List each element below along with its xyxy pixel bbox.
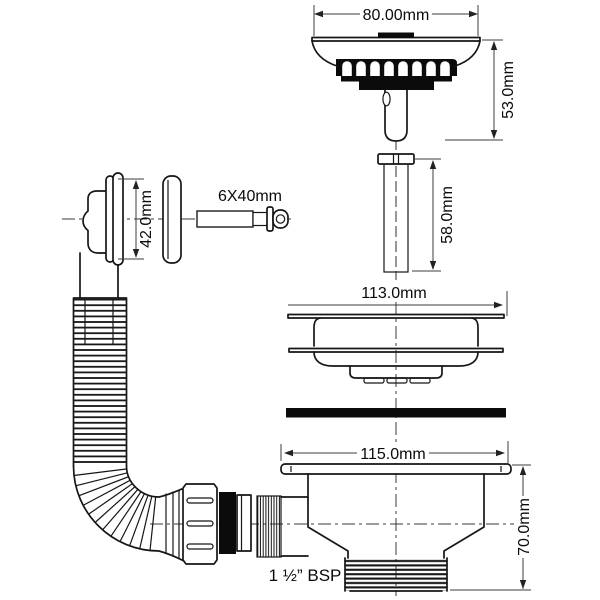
- stem-pin-hole: [382, 91, 391, 107]
- dim-text-bg: [360, 4, 432, 23]
- dim-body-width: 115.0mm: [280, 441, 509, 464]
- dim-basket-height-label: 53.0mm: [500, 61, 517, 119]
- elbow-outlet-pipe: [79, 252, 119, 299]
- hose-straight-ribs: [73, 298, 127, 466]
- inlet-thread-fill: [257, 496, 281, 557]
- flange-wall-left: [313, 317, 321, 347]
- screw-eye-hole: [275, 214, 286, 224]
- screw-collar: [266, 206, 274, 232]
- dim-flange-width: 113.0mm: [288, 285, 508, 316]
- dim-bolt-length-label: 58.0mm: [439, 186, 456, 244]
- overflow-gasket: [162, 175, 182, 264]
- dim-text-bg: [514, 496, 533, 558]
- rubber-gasket: [286, 408, 506, 418]
- strainer-base-plate: [341, 76, 452, 82]
- dim-overflow-screw-label: 6X40mm: [218, 188, 282, 205]
- dim-basket-height: 53.0mm: [445, 39, 517, 141]
- hose-cuff-lines: [84, 300, 114, 344]
- dimensions: 80.00mm 53.0mm 58.0mm 42.0mm 6X40mm: [118, 4, 533, 591]
- screw-thread: [196, 210, 254, 228]
- body-flange-lip: [290, 466, 502, 472]
- elbow-flange-front: [112, 172, 124, 266]
- flange-wall-right: [471, 317, 479, 347]
- outlet-thread-fill: [345, 558, 447, 591]
- hose-bend-ribs: [73, 468, 180, 558]
- body-walls: [307, 473, 485, 559]
- waste-flange: [287, 313, 505, 384]
- inlet-collar: [236, 494, 252, 552]
- strainer-base-block: [359, 81, 434, 90]
- strainer-rim: [311, 36, 481, 42]
- gasket-outline: [162, 175, 182, 264]
- hose-nut: [182, 483, 218, 565]
- elbow-body: [82, 190, 108, 254]
- hose-nut-grips: [186, 497, 214, 550]
- body-flange: [280, 463, 512, 475]
- dim-basket-width: 80.00mm: [313, 4, 479, 36]
- strainer-hole-band: [336, 59, 457, 76]
- overflow-screw: [196, 206, 289, 232]
- inlet-thread-outline: [256, 495, 282, 558]
- screw-eye: [272, 209, 289, 229]
- dim-body-width-label: 115.0mm: [360, 446, 426, 463]
- fixing-bolt: [377, 153, 415, 273]
- overflow-elbow: [79, 172, 124, 299]
- strainer-arch-holes: [342, 61, 450, 76]
- hose-straight-outline: [72, 297, 128, 467]
- hose-bend-outer: [72, 465, 184, 562]
- outlet-thread-label: 1 ½” BSP: [269, 566, 342, 585]
- hose-coupling: [182, 483, 309, 565]
- dim-bolt-length: 58.0mm: [412, 158, 456, 272]
- flange-feet: [363, 377, 431, 384]
- hose-washer: [219, 492, 236, 554]
- dim-overflow-height-label: 42.0mm: [138, 190, 155, 248]
- flange-mid-plate: [288, 347, 504, 353]
- dim-overflow-height: 42.0mm: [118, 178, 155, 260]
- dim-basket-width-label: 80.00mm: [363, 7, 430, 24]
- flange-top-plate: [287, 313, 505, 319]
- dim-flange-width-label: 113.0mm: [361, 285, 427, 302]
- flange-lower-bowl: [313, 351, 479, 367]
- strainer-knob: [378, 32, 414, 38]
- outlet-thread-outline: [344, 557, 448, 592]
- dim-text-bg: [357, 443, 429, 462]
- bolt-head: [377, 153, 415, 165]
- strainer-bowl-right: [454, 40, 481, 67]
- flexible-overflow-hose: [72, 297, 184, 562]
- dim-body-height-label: 70.0mm: [516, 498, 533, 556]
- strainer-basket: [311, 32, 481, 142]
- dim-body-height: 70.0mm: [450, 464, 533, 591]
- strainer-bowl-left: [311, 40, 338, 67]
- inlet-pipe: [280, 496, 309, 557]
- screw-shank: [252, 211, 269, 227]
- waste-body: [280, 463, 512, 592]
- bolt-head-slot: [392, 154, 400, 164]
